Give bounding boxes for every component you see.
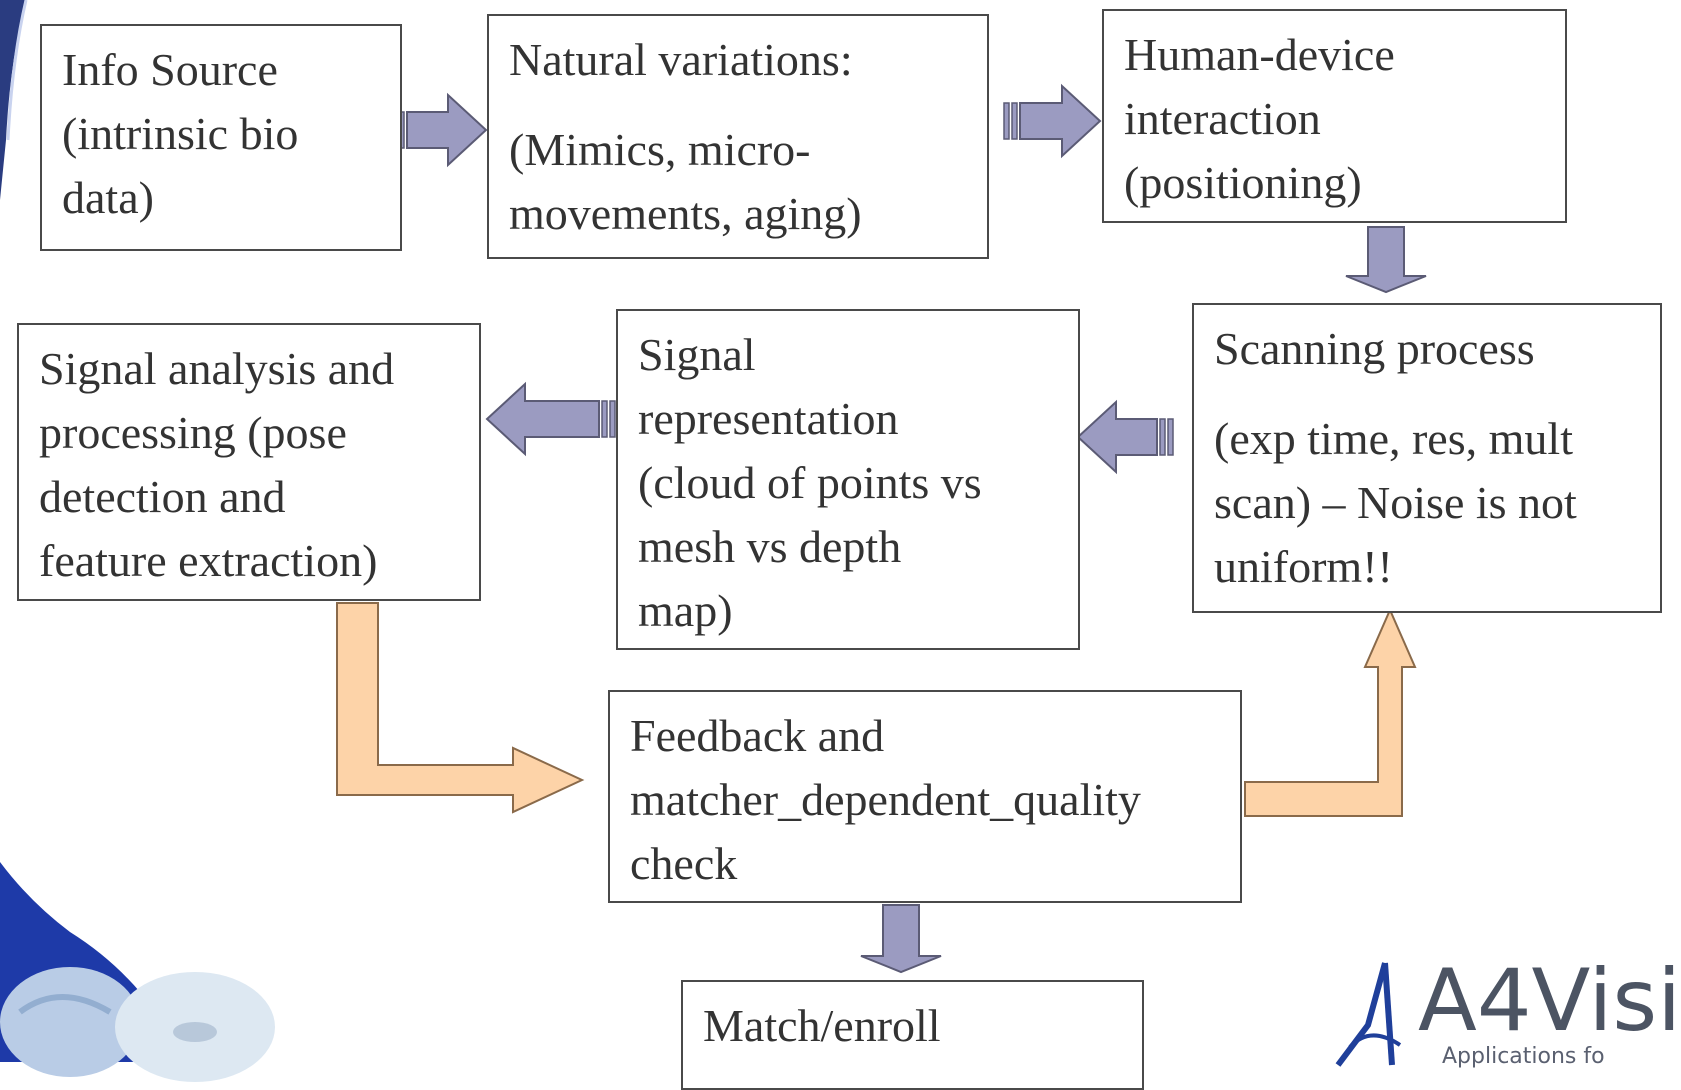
flow-arrow-group: [390, 83, 1427, 974]
natural-variations-box: Natural variations: (Mimics, micro-movem…: [487, 14, 989, 259]
logo-text: A4Visi: [1418, 951, 1681, 1051]
arrow-interaction-to-scanning: [1345, 226, 1427, 294]
natural-variations-text: (Mimics, micro-movements, aging): [509, 124, 862, 239]
arrow-feedback-to-match-body: [860, 904, 942, 974]
background-swirl-decoration: [0, 0, 28, 200]
arrow-variations-to-interaction-body: [1019, 83, 1102, 159]
match-enroll-box: Match/enroll: [681, 980, 1144, 1090]
arrow-interaction-to-scanning-body: [1345, 226, 1427, 294]
arrow-scanning-to-representation-stripe: [1159, 418, 1166, 456]
arrow-variations-to-interaction-stripe: [1011, 102, 1018, 140]
arrow-info-to-variations: [390, 92, 488, 168]
arrow-representation-to-analysis-body: [485, 381, 600, 457]
feedback-arrow-analysis-to-check: [336, 602, 585, 814]
arrow-scanning-to-representation-stripe: [1167, 418, 1174, 456]
face-scan-image: [0, 862, 275, 1082]
flow-arrows: [336, 83, 1427, 974]
arrow-scanning-to-representation-body: [1076, 399, 1158, 475]
arrow-representation-to-analysis: [485, 381, 616, 457]
a4vision-logo-icon: [1335, 962, 1402, 1067]
arrow-info-to-variations-body: [406, 92, 488, 168]
arrow-feedback-to-match: [860, 904, 942, 974]
logo-subtext: Applications fo: [1442, 1044, 1605, 1069]
arrow-representation-to-analysis-stripe: [609, 400, 616, 438]
scanning-process-title: Scanning process: [1214, 323, 1535, 374]
arrow-representation-to-analysis-stripe: [601, 400, 608, 438]
natural-variations-title: Natural variations:: [509, 34, 853, 85]
match-enroll-text: Match/enroll: [703, 1000, 941, 1051]
arrow-variations-to-interaction-stripe: [1003, 102, 1010, 140]
arrow-variations-to-interaction: [1003, 83, 1102, 159]
feedback-arrow-check-to-scanning: [1244, 607, 1417, 817]
feedback-arrow-group: [336, 602, 1417, 817]
arrow-scanning-to-representation: [1076, 399, 1174, 475]
